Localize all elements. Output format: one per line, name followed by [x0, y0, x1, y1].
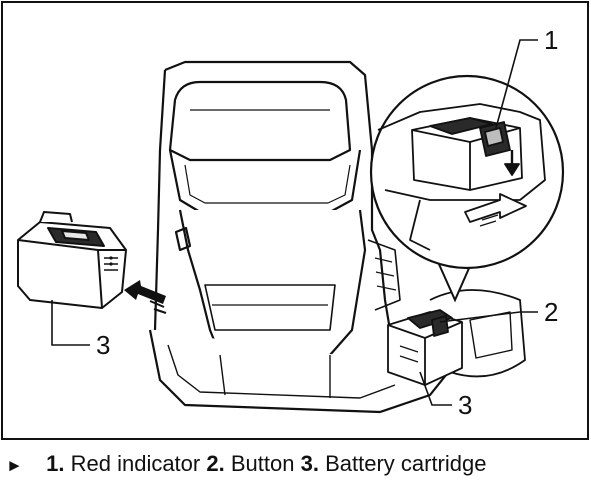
detail-magnifier: [369, 74, 565, 303]
insert-arrow: [124, 280, 167, 314]
callout-2: 2: [544, 297, 558, 327]
battery-cartridge: [17, 211, 127, 309]
caption-number-2: 2.: [206, 451, 225, 476]
caption-number-1: 1.: [46, 451, 65, 476]
callout-1: 1: [544, 25, 558, 55]
caption-label-3: Battery cartridge: [325, 451, 487, 476]
leader-3-right: [419, 371, 452, 406]
callout-3-left: 3: [96, 330, 110, 360]
caption-label-2: Button: [230, 451, 295, 476]
caption-marker: ►: [6, 456, 23, 475]
tool-body: [148, 60, 526, 414]
callout-3-right: 3: [458, 390, 472, 420]
figure-caption: ► 1. Red indicator 2. Button 3. Battery …: [6, 449, 586, 479]
leader-3-left: [51, 300, 90, 346]
leader-1: [495, 39, 538, 129]
leader-lines: [51, 39, 538, 406]
leader-2: [439, 311, 538, 323]
caption-number-3: 3.: [300, 451, 319, 476]
figure-frame: [1, 1, 589, 440]
caption-label-1: Red indicator: [70, 451, 201, 476]
